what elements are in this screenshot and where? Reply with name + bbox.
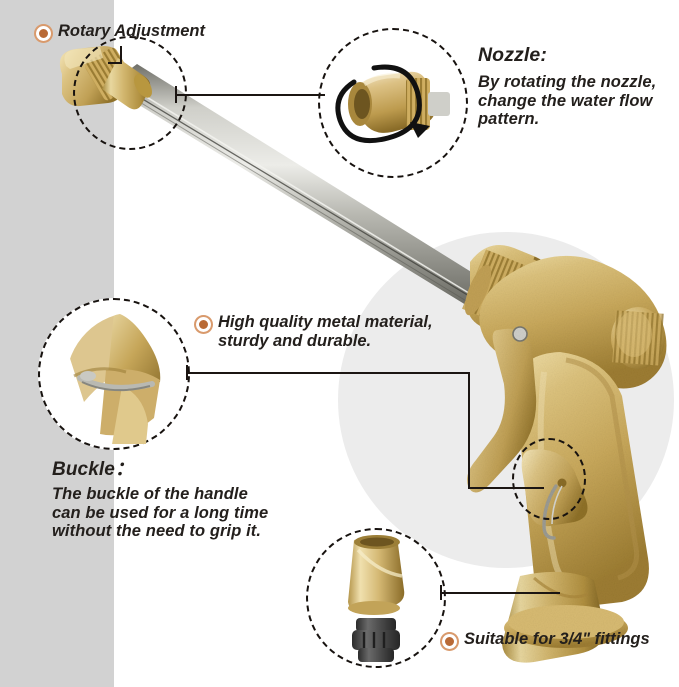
fitting-connector-line xyxy=(440,592,560,594)
rear-knob xyxy=(611,307,665,369)
callout-fitting-label: Suitable for 3/4" fittings xyxy=(464,630,650,648)
rotation-arrow-icon xyxy=(335,64,430,144)
callout-buckle-heading: Buckle： xyxy=(52,459,135,480)
brass-inlet-collar xyxy=(348,535,405,615)
bullet-dot-icon xyxy=(196,317,211,332)
buckle-highlight-circle xyxy=(512,438,586,520)
nozzle-highlight-circle xyxy=(73,36,187,150)
callout-nozzle-heading: Nozzle: xyxy=(478,44,547,66)
inlet-base xyxy=(502,571,628,663)
bullet-dot-icon xyxy=(36,26,51,41)
callout-buckle-body: The buckle of the handle can be used for… xyxy=(52,485,269,540)
nozzle-detail-body xyxy=(348,71,450,133)
buckle-connector-line-top xyxy=(186,372,470,374)
callout-nozzle-body: By rotating the nozzle, change the water… xyxy=(478,73,657,128)
nozzle-connector-line xyxy=(175,94,325,96)
callout-fitting: Suitable for 3/4" fittings xyxy=(442,630,672,649)
bullet-dot-icon xyxy=(442,634,457,649)
quick-connect-adapter xyxy=(352,618,400,662)
nozzle-detail-art xyxy=(335,64,450,144)
callout-quality-label: High quality metal material, sturdy and … xyxy=(218,313,433,350)
callout-rotary-adjustment: Rotary Adjustment xyxy=(36,22,296,41)
buckle-connector-line-bottom xyxy=(468,487,544,489)
nozzle-connector-cap-left xyxy=(175,86,177,103)
rotary-leader-vertical xyxy=(120,46,122,64)
buckle-connector-cap-left xyxy=(186,365,188,380)
callout-quality: High quality metal material, sturdy and … xyxy=(196,313,466,350)
buckle-detail-art xyxy=(44,304,184,444)
buckle-connector-line-vert xyxy=(468,372,470,489)
fitting-connector-cap-left xyxy=(440,585,442,600)
rotary-leader-horizontal xyxy=(108,62,122,64)
trigger xyxy=(467,326,537,493)
latch-wire xyxy=(80,371,152,390)
callout-rotary-label: Rotary Adjustment xyxy=(58,22,205,40)
fitting-detail-art xyxy=(348,535,405,662)
